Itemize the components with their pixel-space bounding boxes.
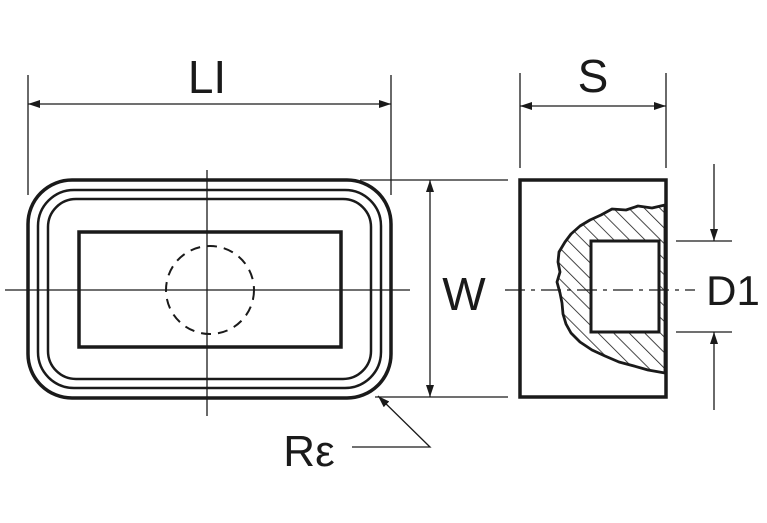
outer-outline: [26, 178, 393, 400]
label-width: W: [442, 268, 486, 320]
dimension-length: [27, 75, 392, 195]
chamfer-outline-2: [46, 197, 373, 381]
label-hole-diameter: D1: [706, 267, 760, 314]
side-view: [505, 178, 695, 399]
label-length: LI: [188, 51, 226, 103]
dimension-thickness: [519, 73, 667, 168]
dimension-hole-diameter: [676, 164, 732, 410]
dimension-width: [360, 179, 508, 398]
corner-radius-leader: [352, 395, 432, 448]
label-thickness: S: [578, 50, 609, 102]
label-corner-radius: Rε: [283, 427, 334, 476]
front-view: [5, 170, 410, 416]
hole-cavity: [589, 239, 661, 334]
chamfer-outline-1: [36, 188, 383, 390]
